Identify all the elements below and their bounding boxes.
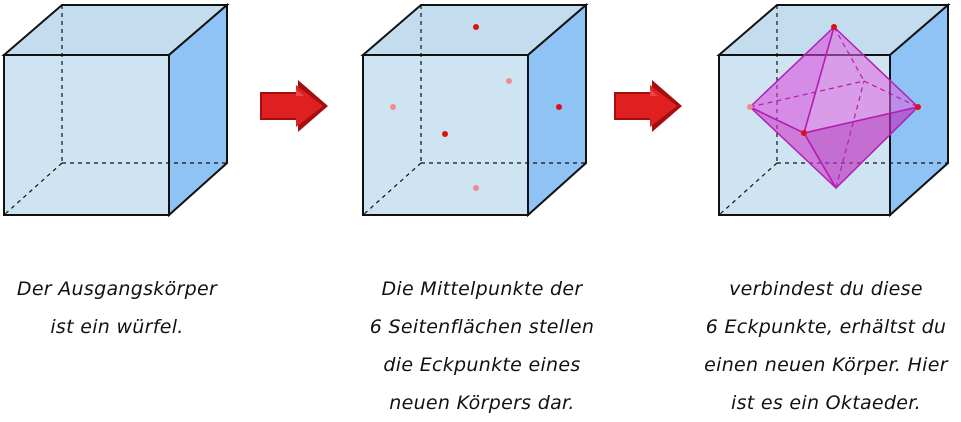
caption-line: Der Ausgangskörper — [16, 278, 218, 300]
face-center-right — [556, 104, 562, 110]
face-center-bottom — [473, 185, 479, 191]
face-center-top — [473, 24, 479, 30]
caption-line: einen neuen Körper. Hier — [704, 354, 948, 376]
octa-vertex-left — [747, 104, 753, 110]
caption-line: neuen Körpers dar. — [389, 392, 575, 414]
caption-line: die Eckpunkte eines — [383, 354, 581, 376]
caption-step-2: Die Mittelpunkte der 6 Seitenflächen ste… — [350, 270, 614, 422]
caption-line: ist es ein Oktaeder. — [731, 392, 921, 414]
hidden-edges — [3, 5, 227, 216]
face-center-back — [506, 78, 512, 84]
caption-line: Die Mittelpunkte der — [381, 278, 583, 300]
cube-with-face-centers — [360, 2, 589, 218]
octahedron — [747, 24, 921, 190]
hidden-edges — [362, 5, 586, 216]
cube-with-octahedron — [716, 2, 951, 218]
arrow-right-icon — [614, 80, 682, 132]
caption-step-3: verbindest du diese 6 Eckpunkte, erhälts… — [693, 270, 959, 422]
face-center-left — [390, 104, 396, 110]
caption-line: 6 Eckpunkte, erhältst du — [705, 316, 947, 338]
octa-vertex-top — [831, 24, 837, 30]
face-center-front — [442, 131, 448, 137]
caption-line: 6 Seitenflächen stellen — [369, 316, 595, 338]
caption-line: ist ein würfel. — [50, 316, 184, 338]
caption-line: verbindest du diese — [729, 278, 923, 300]
hidden-edges — [718, 5, 948, 216]
octa-vertex-right — [915, 104, 921, 110]
caption-step-1: Der Ausgangskörper ist ein würfel. — [0, 270, 234, 346]
octa-vertex-front — [801, 130, 807, 136]
cube-original — [1, 2, 230, 218]
cube-front-face — [3, 54, 170, 216]
arrow-right-icon — [260, 80, 328, 132]
